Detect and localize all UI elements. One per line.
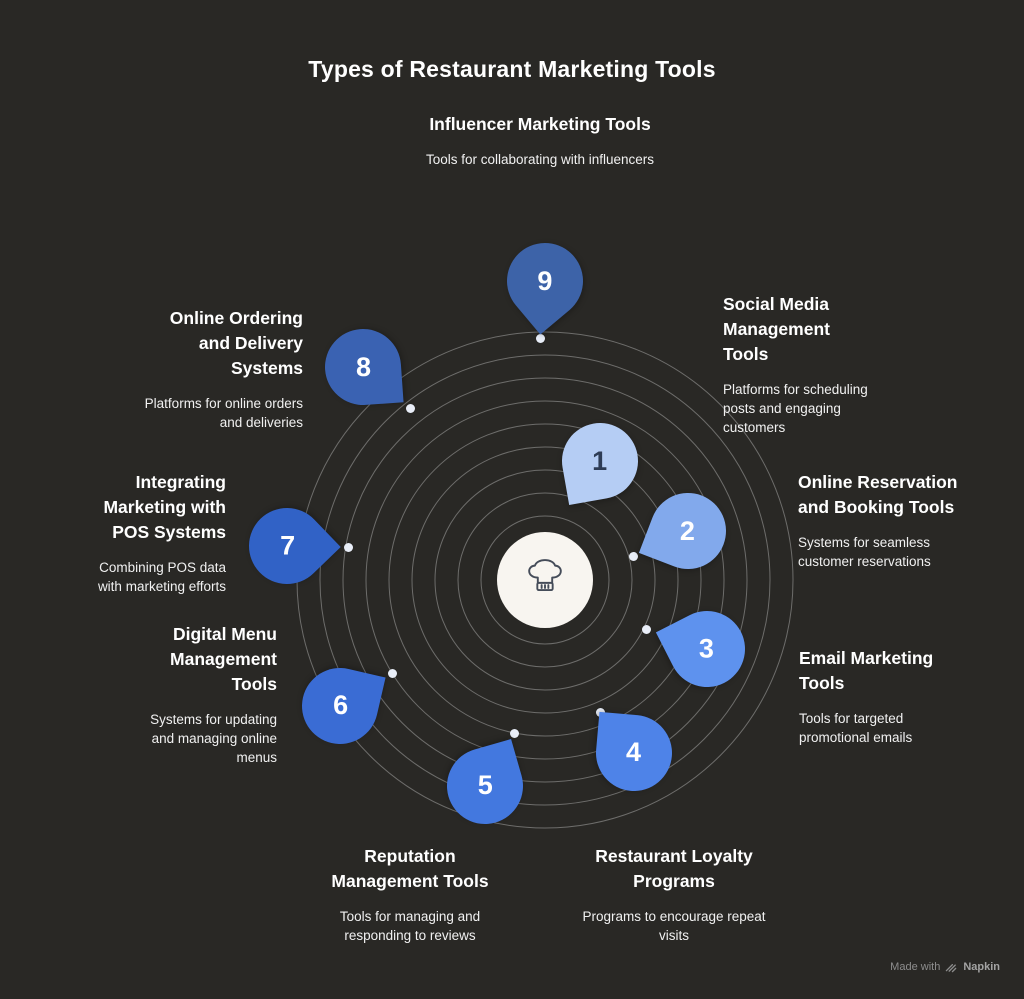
watermark-text: Made with [890, 960, 941, 973]
chef-hat-icon [528, 559, 562, 592]
item-number-5: 5 [477, 770, 493, 801]
item-desc: Platforms for scheduling posts and engag… [723, 381, 868, 435]
item-desc: Tools for managing and responding to rev… [339, 908, 481, 943]
item-title: Email Marketing Tools [799, 648, 934, 693]
item-title: Reputation Management Tools [331, 846, 489, 891]
item-desc: Systems for updating and managing online… [150, 711, 277, 765]
item-number-8: 8 [355, 351, 371, 382]
item-number-2: 2 [680, 515, 696, 546]
connector-dot-3 [641, 624, 651, 634]
item-label-online-ordering: Online Ordering and Delivery Systems Pla… [143, 306, 303, 432]
item-desc: Tools for targeted promotional emails [799, 710, 913, 745]
item-desc: Tools for collaborating with influencers [425, 151, 655, 167]
watermark-brand: Napkin [963, 960, 1000, 973]
item-label-social-media: Social Media Management Tools Platforms … [723, 292, 875, 437]
watermark: Made with Napkin [890, 960, 1000, 973]
item-desc: Systems for seamless customer reservatio… [798, 534, 931, 569]
item-label-influencer-marketing: Influencer Marketing Tools Tools for col… [420, 112, 660, 169]
item-number-7: 7 [279, 530, 295, 561]
item-title: Social Media Management Tools [723, 294, 830, 364]
item-title: Integrating Marketing with POS Systems [103, 472, 226, 542]
item-desc: Platforms for online orders and deliveri… [144, 395, 303, 430]
item-title: Digital Menu Management Tools [170, 624, 277, 694]
connector-dot-7 [343, 542, 353, 552]
item-number-4: 4 [626, 737, 642, 768]
center-badge [497, 532, 593, 628]
item-label-digital-menu: Digital Menu Management Tools Systems fo… [127, 622, 277, 767]
item-desc: Combining POS data with marketing effort… [97, 559, 226, 594]
item-label-email-marketing: Email Marketing Tools Tools for targeted… [799, 646, 961, 747]
connector-dot-2 [628, 551, 638, 561]
connector-dot-9 [535, 333, 545, 343]
item-label-online-reservation: Online Reservation and Booking Tools Sys… [798, 470, 960, 571]
page-title: Types of Restaurant Marketing Tools [308, 56, 716, 82]
napkin-logo-icon [946, 963, 957, 973]
item-number-1: 1 [592, 445, 608, 476]
item-title: Online Ordering and Delivery Systems [169, 308, 303, 378]
item-number-3: 3 [699, 633, 715, 664]
item-title: Restaurant Loyalty Programs [595, 846, 753, 891]
connector-dot-6 [387, 668, 397, 678]
item-label-reputation-management: Reputation Management Tools Tools for ma… [315, 844, 505, 945]
item-title: Online Reservation and Booking Tools [798, 472, 958, 517]
item-label-loyalty-programs: Restaurant Loyalty Programs Programs to … [574, 844, 774, 945]
connector-dot-8 [405, 403, 415, 413]
item-number-6: 6 [332, 690, 348, 721]
item-label-pos-integration: Integrating Marketing with POS Systems C… [80, 470, 226, 596]
item-title: Influencer Marketing Tools [429, 114, 651, 134]
item-number-9: 9 [537, 265, 553, 296]
item-desc: Programs to encourage repeat visits [582, 908, 766, 943]
connector-dot-5 [509, 728, 519, 738]
